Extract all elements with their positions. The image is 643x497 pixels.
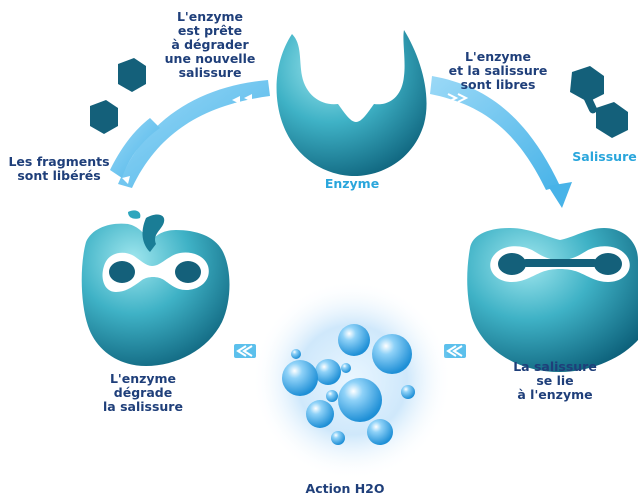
arrow-fragments-released: [110, 80, 270, 188]
label-line: Les fragments: [0, 155, 118, 169]
label-action: Action H2O: [290, 482, 400, 496]
label-line: Action H2O: [290, 482, 400, 496]
label-line: La salissure: [500, 360, 610, 374]
label-binds: La salissure se lie à l'enzyme: [500, 360, 610, 402]
enzyme-left: [82, 210, 230, 366]
label-line: L'enzyme: [88, 372, 198, 386]
label-line: salissure: [150, 66, 270, 80]
arrow-enzyme-to-dirt: [430, 76, 572, 208]
label-line: une nouvelle: [150, 52, 270, 66]
label-enzyme-free: L'enzyme et la salissure sont libres: [432, 50, 564, 92]
water-action: [252, 280, 452, 480]
arrow-to-left: [234, 344, 256, 358]
label-line: sont libres: [432, 78, 564, 92]
label-enzyme: Enzyme: [312, 177, 392, 191]
label-line: Enzyme: [312, 177, 392, 191]
enzyme-right: [467, 228, 638, 372]
label-salissure: Salissure: [566, 150, 643, 164]
label-fragments: Les fragments sont libérés: [0, 155, 118, 183]
label-line: sont libérés: [0, 169, 118, 183]
label-line: dégrade: [88, 386, 198, 400]
label-line: à l'enzyme: [500, 388, 610, 402]
dirt-molecule: [570, 66, 628, 138]
label-line: la salissure: [88, 400, 198, 414]
label-line: et la salissure: [432, 64, 564, 78]
label-line: à dégrader: [150, 38, 270, 52]
dirt-fragments: [90, 58, 146, 134]
label-enzyme-ready: L'enzyme est prête à dégrader une nouvel…: [150, 10, 270, 80]
label-line: se lie: [500, 374, 610, 388]
label-line: est prête: [150, 24, 270, 38]
label-line: Salissure: [566, 150, 643, 164]
label-line: L'enzyme: [150, 10, 270, 24]
label-enzyme-degrades: L'enzyme dégrade la salissure: [88, 372, 198, 414]
label-line: L'enzyme: [432, 50, 564, 64]
enzyme-top: [277, 30, 427, 176]
